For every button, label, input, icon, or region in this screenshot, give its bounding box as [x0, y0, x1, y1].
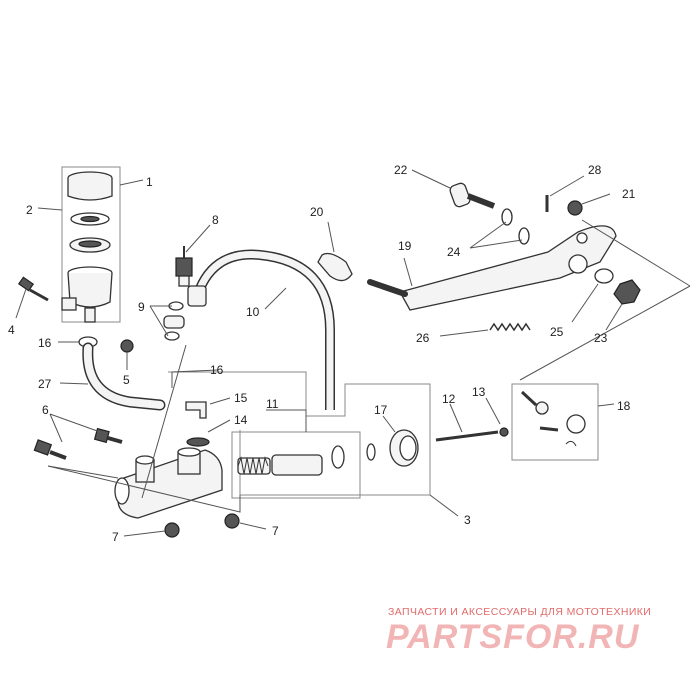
callout-26: 26 [416, 331, 430, 345]
callout-27: 27 [38, 377, 52, 391]
callout-22: 22 [394, 163, 408, 177]
callout-14: 14 [234, 413, 248, 427]
callout-3: 3 [464, 513, 471, 527]
washer-24b [518, 227, 530, 245]
callout-10: 10 [246, 305, 260, 319]
callout-labels: 1 2 3 4 5 6 7 7 8 9 10 11 12 13 14 15 16… [8, 163, 636, 544]
joint-box-18 [511, 383, 599, 461]
callout-21: 21 [622, 187, 636, 201]
return-spring-26 [489, 322, 531, 332]
nut-7b [224, 513, 240, 529]
assembly-outline-3 [168, 371, 431, 496]
washer-25 [594, 268, 614, 284]
reservoir-mount-tab [61, 297, 77, 311]
callout-24: 24 [447, 245, 461, 259]
callout-20: 20 [310, 205, 324, 219]
callout-19: 19 [398, 239, 412, 253]
oring-14 [186, 437, 210, 447]
callout-1: 1 [146, 175, 153, 189]
callout-16a: 16 [38, 336, 52, 350]
bolt-6a [33, 439, 53, 456]
master-cylinder-group [33, 401, 509, 538]
banjo-fitting [163, 315, 185, 329]
reservoir-group [17, 166, 166, 411]
callout-7b: 7 [272, 524, 279, 538]
nut-21 [567, 200, 583, 216]
pivot-bolt-22 [449, 182, 471, 208]
watermark-logo: PARTSFOR.RU [386, 618, 640, 656]
brake-pedal-group [317, 182, 641, 332]
callout-12: 12 [442, 392, 456, 406]
callout-17: 17 [374, 403, 388, 417]
screw-4 [17, 276, 35, 292]
fitting-15 [185, 401, 207, 419]
joint-parts-18 [520, 390, 586, 447]
bolt-6b [93, 427, 110, 444]
nut-7a [164, 522, 180, 538]
callout-8: 8 [212, 213, 219, 227]
stop-switch-8 [175, 257, 193, 277]
washer-ring [366, 443, 376, 461]
callout-5: 5 [123, 373, 130, 387]
reservoir-outlet [84, 307, 96, 323]
callout-16b: 16 [210, 363, 224, 377]
callout-15: 15 [234, 391, 248, 405]
callout-25: 25 [550, 325, 564, 339]
piston [271, 454, 323, 476]
callout-4: 4 [8, 323, 15, 337]
callout-13: 13 [472, 385, 486, 399]
pushrod-12 [435, 430, 499, 442]
washer-24a [501, 208, 513, 226]
piston-seal [331, 445, 345, 469]
callout-18: 18 [617, 399, 631, 413]
watermark-caption: ЗАПЧАСТИ И АКСЕССУАРЫ ДЛЯ МОТОТЕХНИКИ [388, 606, 652, 618]
callout-7a: 7 [112, 530, 119, 544]
piston-kit-box-11 [231, 431, 361, 499]
nut-5 [120, 339, 134, 353]
leader-lines [15, 169, 691, 537]
callout-28: 28 [588, 163, 602, 177]
callout-2: 2 [26, 203, 33, 217]
switch-hose-group [163, 246, 335, 410]
callout-6: 6 [42, 403, 49, 417]
reservoir-cap [67, 178, 113, 201]
nut-13 [499, 427, 509, 437]
callout-9: 9 [138, 300, 145, 314]
pedal-rubber-20 [317, 252, 353, 282]
callout-11: 11 [266, 397, 279, 411]
master-cylinder-body [117, 449, 223, 519]
callout-23: 23 [594, 331, 608, 345]
washer-9b [164, 331, 180, 341]
nut-23 [613, 279, 641, 305]
